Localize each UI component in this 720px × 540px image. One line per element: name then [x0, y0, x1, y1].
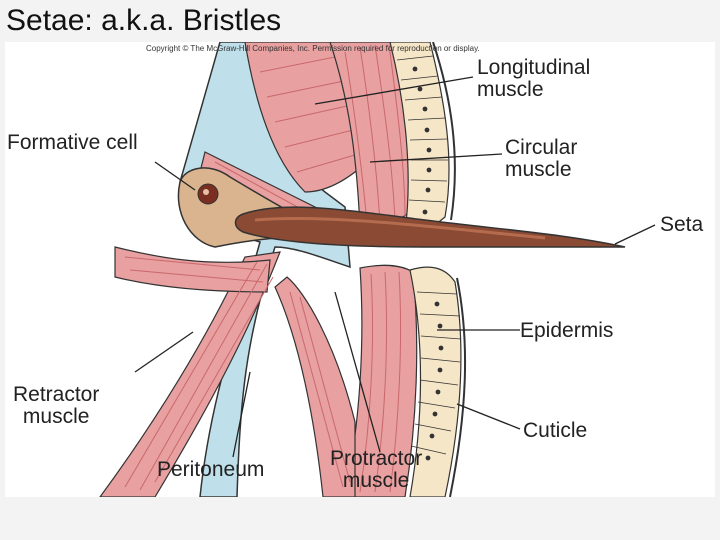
leader-circular	[369, 153, 503, 163]
leader-lines	[134, 76, 656, 458]
leader-seta	[614, 224, 656, 245]
retractor-muscle-fibres	[124, 256, 274, 491]
retractor-muscle	[99, 251, 281, 497]
retractor-muscle-upper	[114, 246, 271, 293]
label-retractor-muscle: Retractor muscle	[13, 383, 100, 429]
label-cuticle: Cuticle	[523, 419, 588, 442]
protractor-muscle	[274, 276, 356, 497]
label-circular-muscle: Circular muscle	[505, 136, 578, 182]
leader-cuticle	[456, 403, 521, 430]
label-peritoneum: Peritoneum	[157, 458, 265, 481]
circular-muscle-lower	[344, 264, 418, 497]
circular-muscle-fibres-upper	[344, 44, 406, 225]
copyright-notice: Copyright © The McGraw-Hill Companies, I…	[146, 44, 480, 53]
leader-longitudinal	[314, 76, 474, 105]
formative-cell-nucleolus	[203, 189, 209, 195]
label-seta: Seta	[660, 213, 704, 236]
diagram-illustration	[99, 42, 656, 497]
epidermis-upper-cells	[396, 55, 448, 215]
label-protractor-muscle: Protractor muscle	[330, 447, 423, 493]
leader-peritoneum	[232, 371, 251, 458]
leader-formative	[154, 161, 196, 191]
seta-highlight	[254, 216, 546, 240]
cuticle-lower	[449, 277, 467, 497]
cuticle-upper	[432, 42, 456, 221]
slide-title: Setae: a.k.a. Bristles	[6, 4, 282, 37]
label-formative-cell: Formative cell	[7, 131, 138, 154]
label-longitudinal-muscle: Longitudinal muscle	[477, 56, 591, 102]
epidermis-lower-cells	[410, 291, 462, 461]
leader-retractor	[134, 331, 194, 373]
circular-muscle-fibres-lower	[359, 271, 402, 493]
label-epidermis: Epidermis	[520, 319, 614, 342]
leader-protractor	[334, 291, 381, 453]
seta-anatomy-figure: Copyright © The McGraw-Hill Companies, I…	[5, 42, 715, 497]
